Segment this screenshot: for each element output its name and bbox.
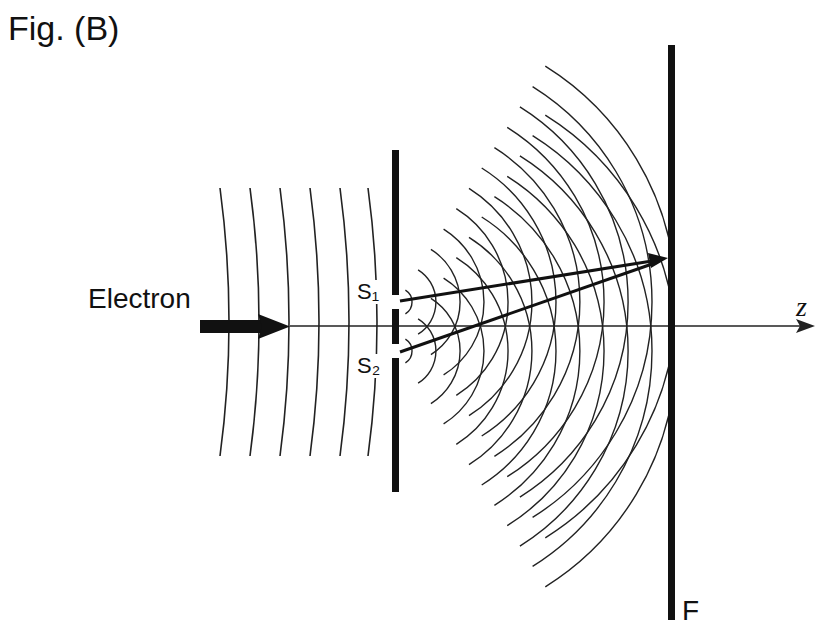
wavefront-arc (444, 229, 484, 375)
wavefront-arc (280, 188, 289, 456)
detection-screen (668, 45, 675, 620)
wavefront-arc (507, 176, 604, 525)
wavefront-arc (494, 197, 579, 506)
slit-label: S₂ (356, 354, 381, 378)
wavefront-arc (405, 290, 412, 314)
wavefront-arc (340, 188, 349, 456)
slit-barrier (392, 309, 399, 344)
wavefront-arc (368, 188, 377, 456)
beam-arrow-head (258, 314, 290, 339)
wavefront-arc (310, 188, 319, 456)
slit-barrier (392, 358, 399, 492)
axis-label: z (796, 292, 807, 323)
path-arrow (400, 264, 652, 352)
slit-label: S₁ (356, 280, 380, 304)
beam-arrow-shaft (200, 320, 262, 333)
path-arrow-head (648, 253, 668, 268)
wavefront-arc (545, 66, 668, 538)
wavefront-arc (444, 278, 484, 424)
path-arrow (400, 261, 652, 301)
wavefront-arc (469, 237, 532, 464)
particle-label: Electron (88, 284, 191, 315)
wavefront-arc (507, 127, 604, 476)
wavefront-arc (545, 115, 668, 587)
z-axis (290, 325, 800, 327)
wavefront-arc (482, 217, 556, 485)
wavefront-arc (418, 319, 436, 383)
slit-barrier (392, 150, 399, 295)
wavefront-arc (533, 136, 652, 567)
wavefront-arc (418, 270, 436, 334)
figure-title: Fig. (B) (8, 10, 119, 47)
screen-label: F (682, 596, 699, 627)
wavefront-arc (431, 298, 460, 403)
